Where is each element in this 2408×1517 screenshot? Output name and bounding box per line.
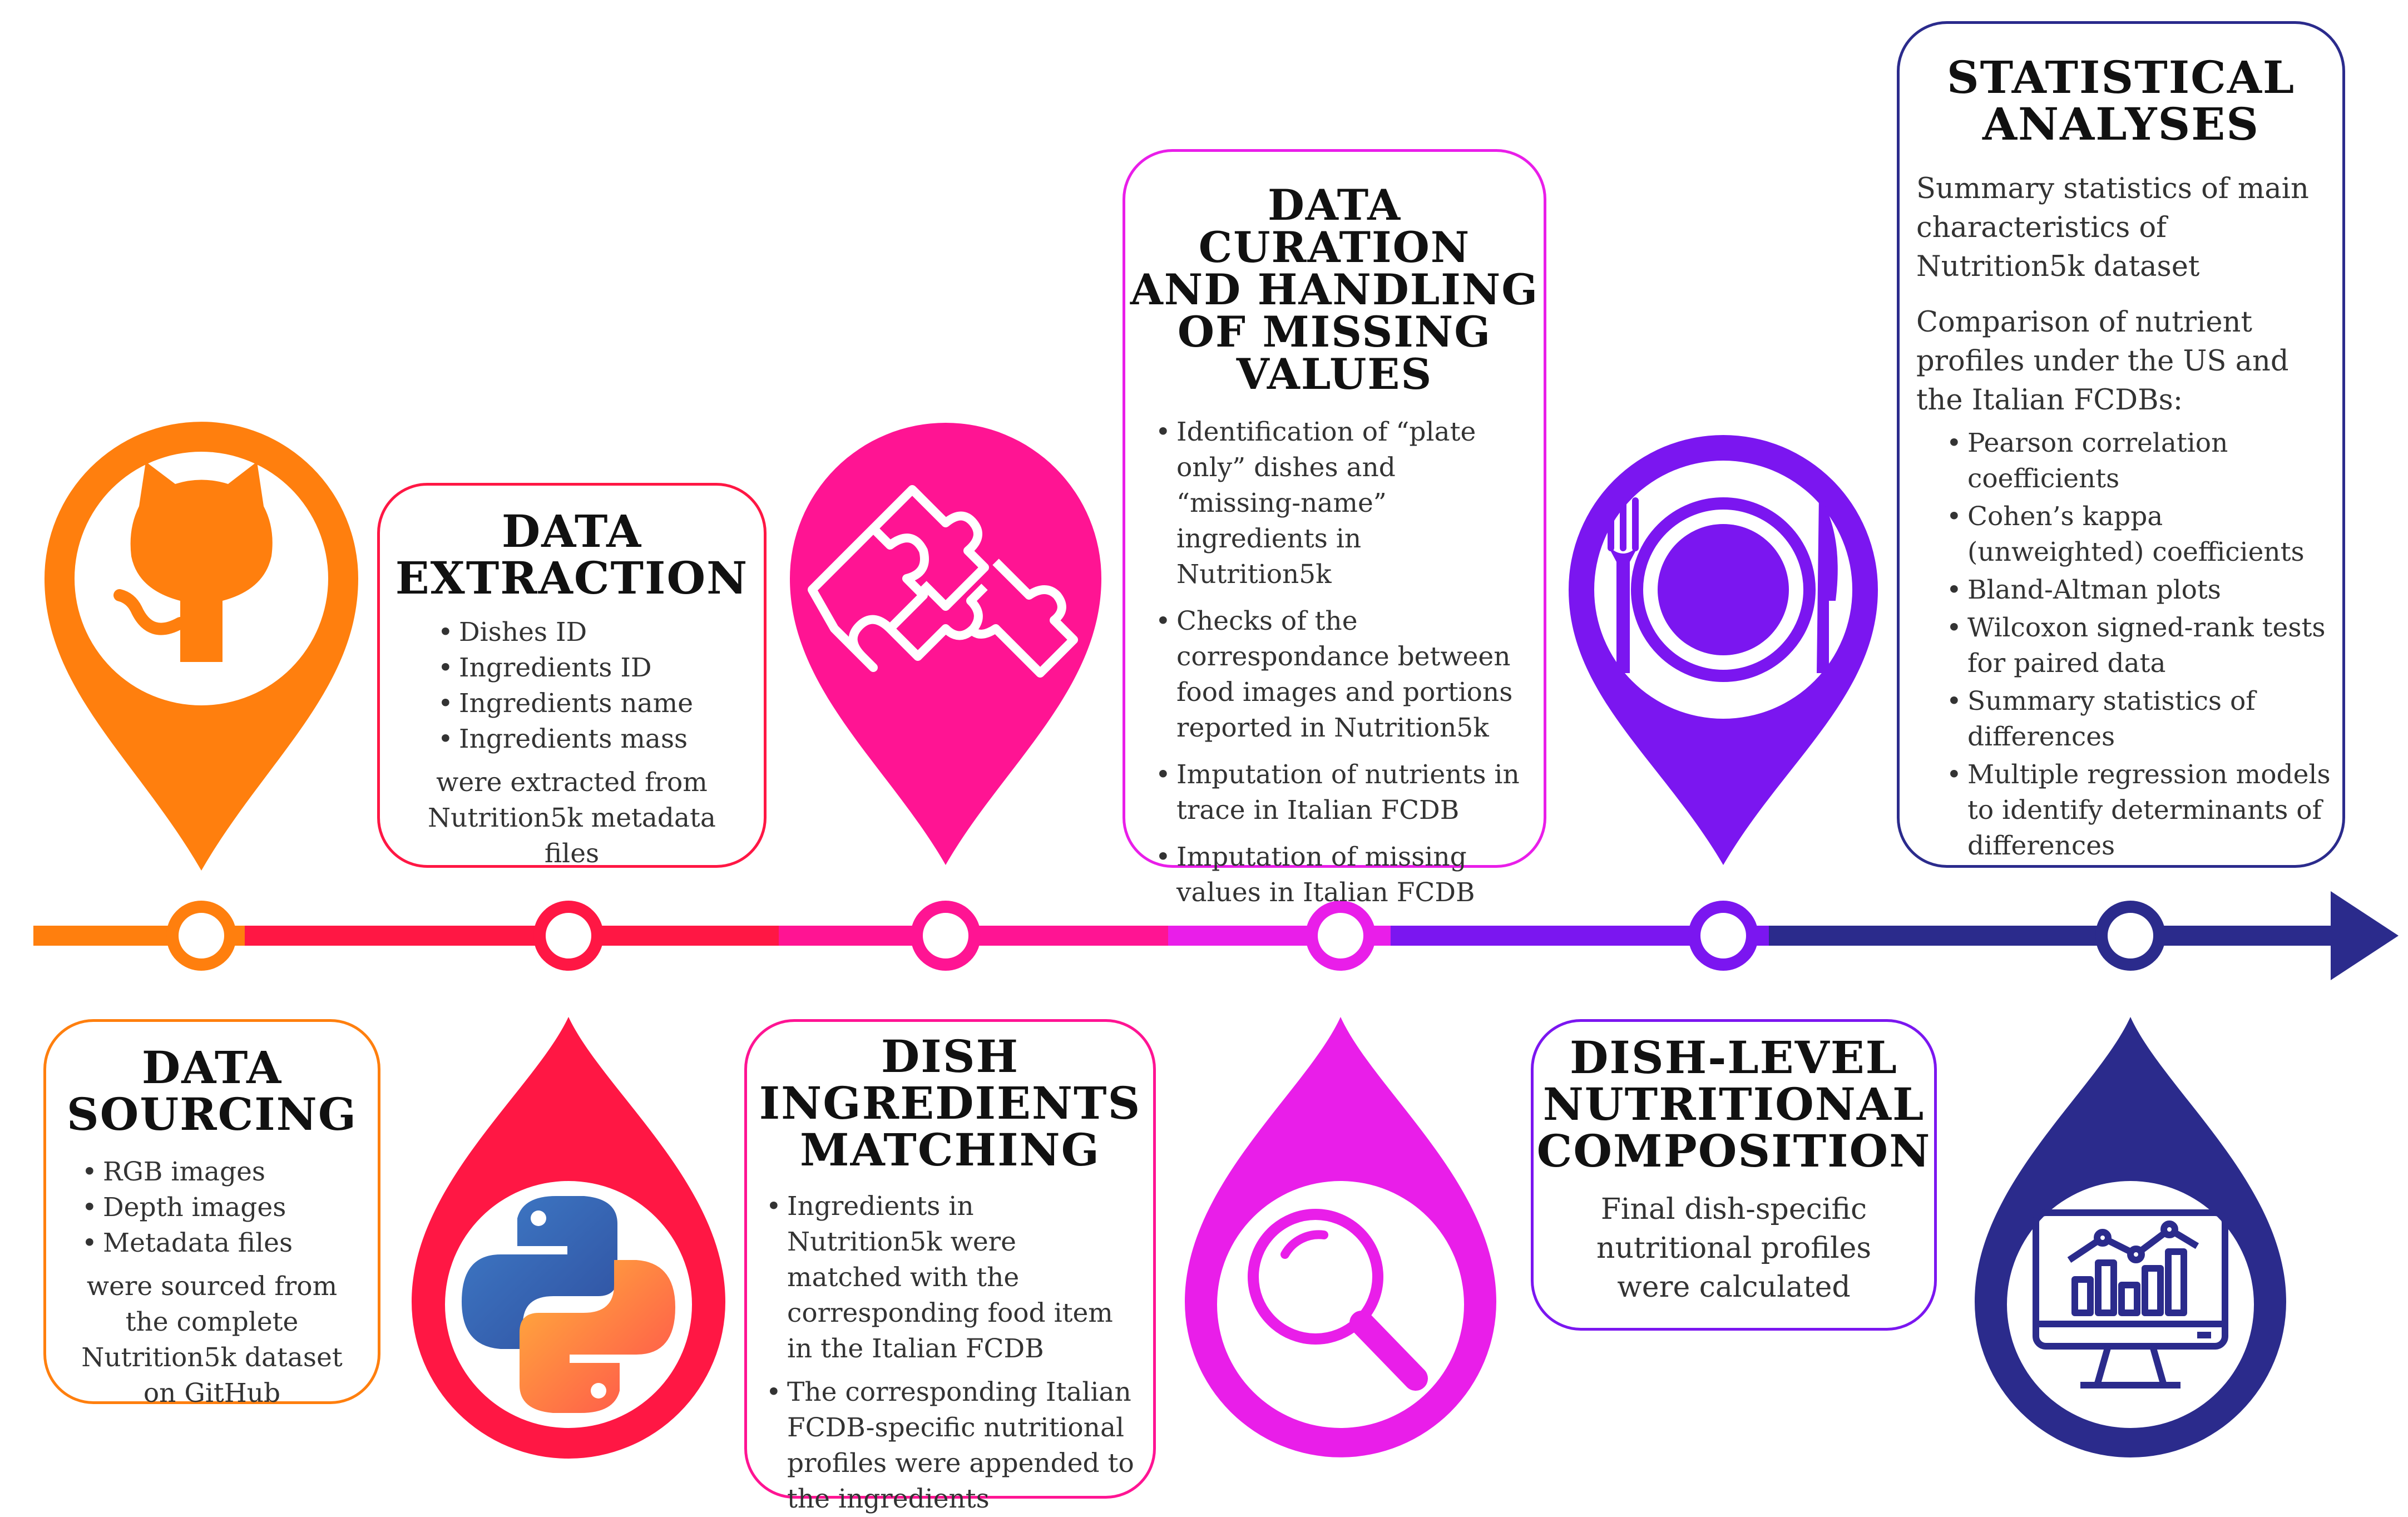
list-item: Ingredients in Nutrition5k were matched … <box>758 1189 1136 1367</box>
timeline-arrowhead <box>2331 891 2399 980</box>
statistical-para1: Summary statistics of main characteristi… <box>1916 172 2309 283</box>
dish-matching-box: DISH INGREDIENTS MATCHING Ingredients in… <box>744 1019 1156 1514</box>
list-item: Identification of “plate only” dishes an… <box>1148 414 1524 592</box>
dish-level-body: Final dish-specific nutritional profiles… <box>1596 1193 1872 1304</box>
data-extraction-box: DATA EXTRACTION Dishes ID Ingredients ID… <box>377 483 767 869</box>
timeline-node-2 <box>533 901 604 971</box>
list-item: Pearson correlation coefficients <box>1939 426 2331 497</box>
list-item: Depth images <box>74 1190 378 1226</box>
data-extraction-title: DATA EXTRACTION <box>395 505 749 604</box>
puzzle-icon <box>808 485 1078 678</box>
list-item: Checks of the correspondance between foo… <box>1148 604 1524 746</box>
list-item: Multiple regression models to identify d… <box>1939 757 2331 864</box>
analytics-pin <box>1975 1017 2286 1457</box>
statistical-box: STATISTICAL ANALYSES Summary statistics … <box>1897 21 2345 868</box>
timeline-node-5 <box>1688 901 1758 971</box>
github-icon <box>113 462 273 662</box>
data-curation-list: Identification of “plate only” dishes an… <box>1148 414 1524 911</box>
list-item: Ingredients ID <box>430 650 764 686</box>
dish-matching-title: DISH INGREDIENTS MATCHING <box>759 1030 1141 1176</box>
statistical-para2: Comparison of nutrient profiles under th… <box>1916 306 2289 417</box>
github-pin <box>44 422 358 871</box>
timeline-node-6 <box>2095 901 2165 971</box>
timeline-node-3 <box>911 901 981 971</box>
data-curation-title: DATA CURATION AND HANDLING OF MISSING VA… <box>1130 180 1539 399</box>
data-sourcing-footer: were sourced from the complete Nutrition… <box>81 1271 343 1409</box>
list-item: Bland-Altman plots <box>1939 572 2331 608</box>
data-sourcing-title: DATA SOURCING <box>66 1041 358 1140</box>
timeline-node-4 <box>1306 901 1376 971</box>
analytics-monitor-icon <box>2033 1209 2228 1388</box>
list-item: Metadata files <box>74 1226 378 1261</box>
data-extraction-footer: were extracted from Nutrition5k metadata… <box>428 767 716 869</box>
list-item: Ingredients mass <box>430 722 764 757</box>
dish-level-title: DISH-LEVEL NUTRITIONAL COMPOSITION <box>1536 1031 1931 1177</box>
list-item: Summary statistics of differences <box>1939 684 2331 755</box>
data-sourcing-box: DATA SOURCING RGB images Depth images Me… <box>43 1019 380 1409</box>
list-item: Ingredients name <box>430 686 764 722</box>
python-pin <box>412 1017 725 1459</box>
dish-level-box: DISH-LEVEL NUTRITIONAL COMPOSITION Final… <box>1531 1019 1937 1331</box>
statistical-title: STATISTICAL ANALYSES <box>1946 51 2296 150</box>
data-curation-box: DATA CURATION AND HANDLING OF MISSING VA… <box>1123 149 1546 908</box>
timeline-node-1 <box>166 901 236 971</box>
statistical-list: Pearson correlation coefficients Cohen’s… <box>1939 426 2331 864</box>
timeline-segment-red <box>245 926 779 946</box>
magnifier-pin <box>1185 1017 1496 1457</box>
timeline-segment-navy <box>1769 926 2347 946</box>
list-item: Wilcoxon signed-rank tests for paired da… <box>1939 610 2331 681</box>
list-item: The corresponding Italian FCDB-specific … <box>758 1375 1136 1517</box>
list-item: Imputation of missing values in Italian … <box>1148 839 1524 911</box>
dish-matching-list: Ingredients in Nutrition5k were matched … <box>758 1189 1136 1517</box>
data-sourcing-list: RGB images Depth images Metadata files <box>74 1154 378 1261</box>
plate-pin <box>1569 435 1878 865</box>
list-item: Imputation of nutrients in trace in Ital… <box>1148 757 1524 828</box>
data-extraction-list: Dishes ID Ingredients ID Ingredients nam… <box>430 615 764 757</box>
plate-icon <box>1608 495 1838 682</box>
list-item: Cohen’s kappa (unweighted) coefficients <box>1939 499 2331 570</box>
list-item: RGB images <box>74 1154 378 1190</box>
python-icon <box>462 1196 675 1413</box>
magnifier-icon <box>1248 1209 1428 1391</box>
puzzle-pin <box>790 423 1101 865</box>
list-item: Dishes ID <box>430 615 764 650</box>
